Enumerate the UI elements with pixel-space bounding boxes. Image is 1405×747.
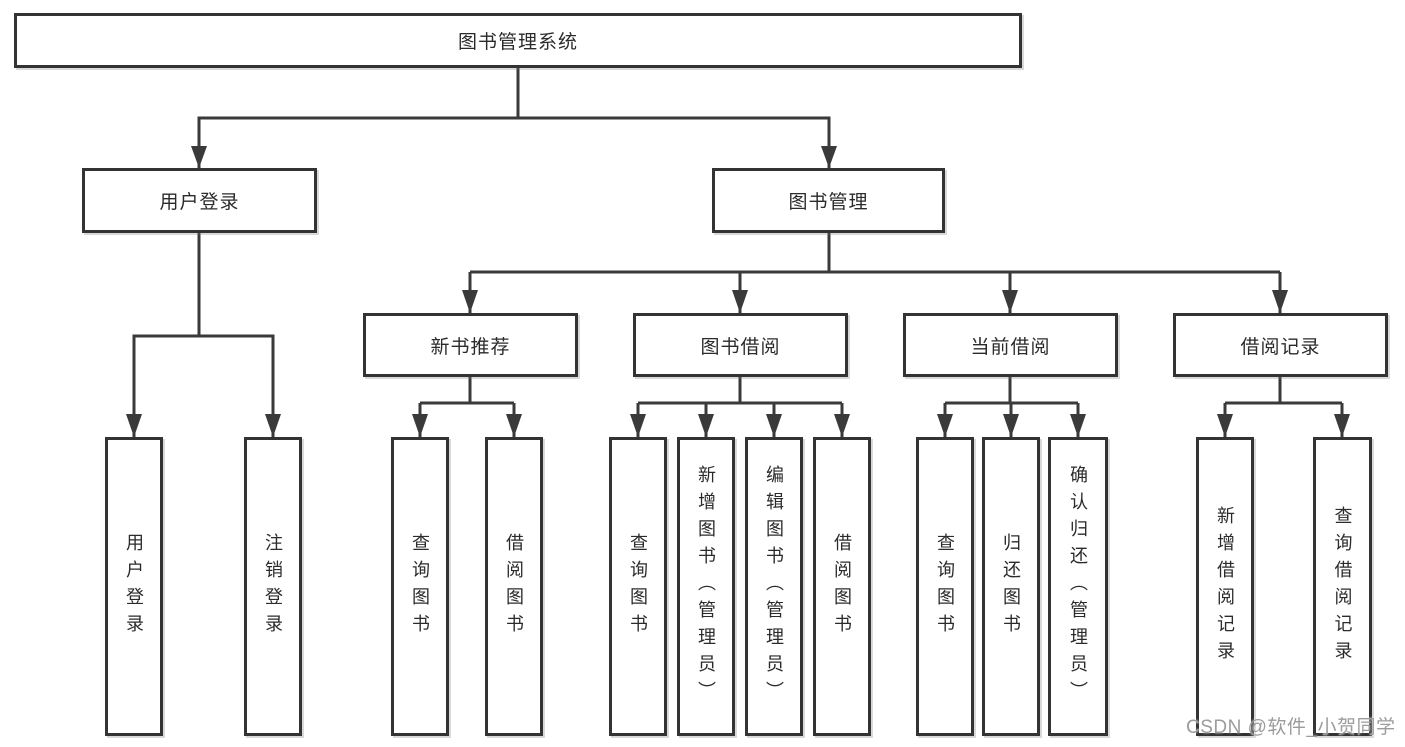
connector-userlogin-to-leaves xyxy=(126,233,281,437)
arrowhead-icon xyxy=(1217,414,1233,437)
node-library-management-system: 图书管理系统 xyxy=(14,13,1022,68)
arrowhead-icon xyxy=(412,414,428,437)
node-borrow-record: 借阅记录 xyxy=(1173,313,1388,377)
connector-line xyxy=(468,233,1282,313)
node-label: 编辑图书（管理员） xyxy=(764,465,784,708)
connector-line xyxy=(418,377,516,437)
node-label: 查询图书 xyxy=(628,532,648,641)
node-label: 借阅图书 xyxy=(832,532,852,641)
node-label: 新增图书（管理员） xyxy=(696,465,716,708)
csdn-watermark: CSDN @软件_小贺同学 xyxy=(1186,717,1396,738)
node-leaf-logout: 注销登录 xyxy=(244,437,302,736)
node-label: 确认归还（管理员） xyxy=(1068,465,1088,708)
node-label: 新增借阅记录 xyxy=(1215,505,1235,668)
connector-root-to-level2 xyxy=(191,68,837,168)
arrowhead-icon xyxy=(821,146,837,168)
node-label: 图书借阅 xyxy=(700,336,781,358)
arrowhead-icon xyxy=(126,414,142,437)
node-leaf-user-login: 用户登录 xyxy=(105,437,163,736)
connector-borrowrecord-to-leaves xyxy=(1217,377,1350,437)
arrowhead-icon xyxy=(1272,290,1288,313)
node-book-management: 图书管理 xyxy=(712,168,945,233)
node-leaf-add-book-admin: 新增图书（管理员） xyxy=(677,437,735,736)
arrowhead-icon xyxy=(630,414,646,437)
arrowhead-icon xyxy=(1003,414,1019,437)
node-user-login: 用户登录 xyxy=(82,168,317,233)
node-leaf-return-book: 归还图书 xyxy=(982,437,1040,736)
node-label: 查询图书 xyxy=(410,532,430,641)
node-leaf-borrow-book-2: 借阅图书 xyxy=(813,437,871,736)
connector-line xyxy=(197,68,831,168)
node-label: 新书推荐 xyxy=(430,336,511,358)
arrowhead-icon xyxy=(1070,414,1086,437)
node-leaf-query-book-3: 查询图书 xyxy=(916,437,974,736)
connector-currentborrow-to-leaves xyxy=(937,377,1086,437)
node-book-borrow: 图书借阅 xyxy=(633,313,848,377)
arrowhead-icon xyxy=(462,290,478,313)
arrowhead-icon xyxy=(506,414,522,437)
node-leaf-borrow-book-1: 借阅图书 xyxy=(485,437,543,736)
node-label: 借阅记录 xyxy=(1240,336,1321,358)
connector-newbook-to-leaves xyxy=(412,377,522,437)
connector-bookborrow-to-leaves xyxy=(630,377,850,437)
connector-line xyxy=(1223,377,1344,437)
arrowhead-icon xyxy=(1334,414,1350,437)
node-label: 图书管理系统 xyxy=(457,32,578,53)
connector-line xyxy=(132,233,275,437)
node-new-book-recommend: 新书推荐 xyxy=(363,313,578,377)
node-label: 查询图书 xyxy=(935,532,955,641)
arrowhead-icon xyxy=(698,414,714,437)
arrowhead-icon xyxy=(191,146,207,168)
arrowhead-icon xyxy=(732,290,748,313)
arrowhead-icon xyxy=(1002,290,1018,313)
node-leaf-query-book-2: 查询图书 xyxy=(609,437,667,736)
connector-line xyxy=(636,377,844,437)
arrowhead-icon xyxy=(265,414,281,437)
node-label: 借阅图书 xyxy=(504,532,524,641)
node-leaf-query-book-1: 查询图书 xyxy=(391,437,449,736)
node-leaf-confirm-return-admin: 确认归还（管理员） xyxy=(1048,437,1108,736)
node-label: 当前借阅 xyxy=(970,336,1051,358)
node-leaf-query-borrow-record: 查询借阅记录 xyxy=(1313,437,1372,736)
node-leaf-add-borrow-record: 新增借阅记录 xyxy=(1196,437,1254,736)
arrowhead-icon xyxy=(834,414,850,437)
arrowhead-icon xyxy=(937,414,953,437)
arrowhead-icon xyxy=(766,414,782,437)
node-current-borrow: 当前借阅 xyxy=(903,313,1118,377)
node-label: 用户登录 xyxy=(124,532,144,641)
node-label: 查询借阅记录 xyxy=(1332,505,1353,668)
node-label: 归还图书 xyxy=(1001,532,1021,641)
node-label: 图书管理 xyxy=(788,192,869,213)
connector-bookmgmt-to-level3 xyxy=(462,233,1288,313)
node-leaf-edit-book-admin: 编辑图书（管理员） xyxy=(745,437,803,736)
node-label: 用户登录 xyxy=(159,192,240,213)
node-label: 注销登录 xyxy=(263,532,283,641)
